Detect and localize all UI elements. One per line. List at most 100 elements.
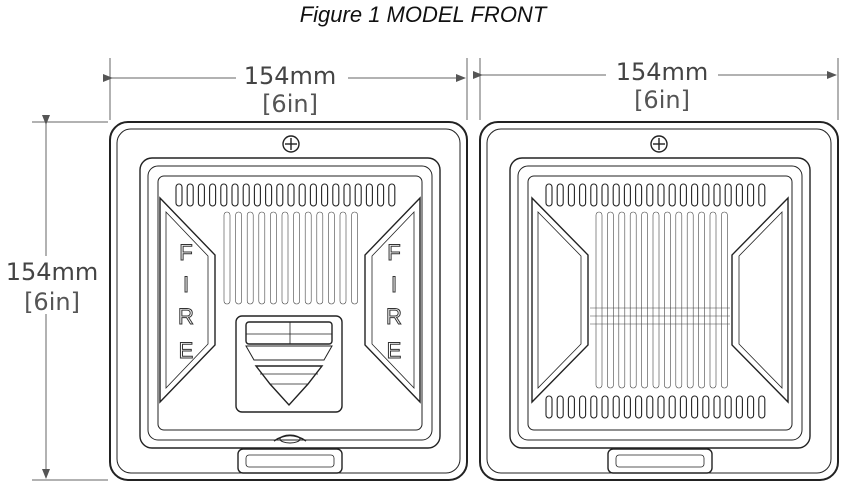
right-top-grille — [545, 183, 766, 207]
grille-slot — [735, 183, 743, 207]
fire-letter: R — [386, 304, 402, 329]
grille-slot — [702, 183, 710, 207]
fire-letter: E — [179, 338, 194, 363]
grille-slot — [612, 395, 620, 419]
grille-slot — [209, 183, 217, 207]
grille-slot — [709, 211, 717, 389]
fire-letter: F — [387, 240, 400, 265]
grille-slot — [545, 395, 553, 419]
grille-slot — [567, 183, 575, 207]
grille-slot — [253, 183, 261, 207]
grille-slot — [758, 395, 766, 419]
fire-letter: I — [391, 272, 397, 297]
grille-slot — [679, 395, 687, 419]
grille-slot — [556, 183, 564, 207]
grille-slot — [354, 183, 362, 207]
right-model-front — [479, 121, 839, 481]
grille-slot — [612, 183, 620, 207]
grille-slot — [607, 211, 614, 389]
grille-slot — [623, 395, 631, 419]
left-width-mm-label: 154mm — [244, 62, 337, 90]
grille-slot — [721, 211, 728, 389]
figure-title: Figure 1 MODEL FRONT — [299, 2, 547, 27]
grille-slot — [287, 183, 295, 207]
left-center-grille — [223, 211, 358, 305]
grille-slot — [691, 183, 699, 207]
bottom-button — [607, 448, 713, 474]
grille-slot — [242, 183, 250, 207]
grille-slot — [629, 211, 637, 389]
grille-slot — [281, 211, 289, 305]
grille-slot — [309, 183, 317, 207]
grille-slot — [231, 183, 239, 207]
screw-icon — [282, 135, 300, 153]
fire-letter: E — [387, 338, 402, 363]
grille-slot — [652, 211, 660, 389]
grille-slot — [675, 211, 683, 389]
grille-slot — [316, 211, 324, 305]
grille-slot — [246, 211, 254, 305]
grille-slot — [735, 395, 743, 419]
grille-slot — [332, 183, 340, 207]
grille-slot — [601, 395, 609, 419]
height-mm-label: 154mm — [6, 258, 99, 286]
grille-slot — [235, 211, 242, 305]
grille-slot — [197, 183, 205, 207]
strobe-lens — [235, 315, 343, 413]
fire-letter: I — [183, 272, 189, 297]
right-bottom-grille — [545, 395, 766, 419]
grille-slot — [713, 395, 721, 419]
grille-slot — [258, 211, 266, 305]
grille-slot — [668, 183, 676, 207]
grille-slot — [351, 211, 358, 305]
grille-slot — [556, 395, 564, 419]
grille-slot — [758, 183, 766, 207]
fire-label-right: F I R E — [386, 240, 403, 364]
grille-slot — [679, 183, 687, 207]
grille-slot — [668, 395, 676, 419]
grille-slot — [304, 211, 312, 305]
grille-slot — [724, 183, 732, 207]
grille-slot — [270, 211, 277, 305]
grille-slot — [702, 395, 710, 419]
grille-slot — [220, 183, 228, 207]
grille-slot — [664, 211, 671, 389]
grille-slot — [724, 395, 732, 419]
grille-slot — [276, 183, 284, 207]
fire-label-left: F I R E — [178, 240, 195, 364]
grille-slot — [601, 183, 609, 207]
grille-slot — [293, 211, 300, 305]
right-width-mm-label: 154mm — [616, 58, 709, 86]
grille-slot — [579, 183, 587, 207]
grille-slot — [657, 183, 665, 207]
left-width-in-label: [6in] — [262, 90, 318, 118]
screw-icon — [650, 135, 668, 153]
right-center-grille — [590, 211, 730, 389]
right-width-in-label: [6in] — [634, 86, 690, 114]
left-model-front — [109, 121, 468, 481]
grille-slot — [545, 183, 553, 207]
fire-letter: R — [178, 304, 194, 329]
grille-slot — [339, 211, 347, 305]
height-in-label: [6in] — [24, 288, 80, 316]
grille-slot — [747, 395, 755, 419]
grille-slot — [579, 395, 587, 419]
grille-slot — [646, 183, 654, 207]
grille-slot — [595, 211, 603, 389]
grille-slot — [635, 183, 643, 207]
grille-slot — [747, 183, 755, 207]
grille-slot — [223, 211, 231, 305]
grille-slot — [713, 183, 721, 207]
grille-slot — [691, 395, 699, 419]
grille-slot — [186, 183, 194, 207]
grille-slot — [590, 395, 598, 419]
grille-slot — [590, 183, 598, 207]
grille-slot — [377, 183, 385, 207]
grille-slot — [321, 183, 329, 207]
left-top-grille — [175, 183, 396, 207]
grille-slot — [646, 395, 654, 419]
grille-slot — [265, 183, 273, 207]
grille-slot — [641, 211, 648, 389]
grille-slot — [343, 183, 351, 207]
